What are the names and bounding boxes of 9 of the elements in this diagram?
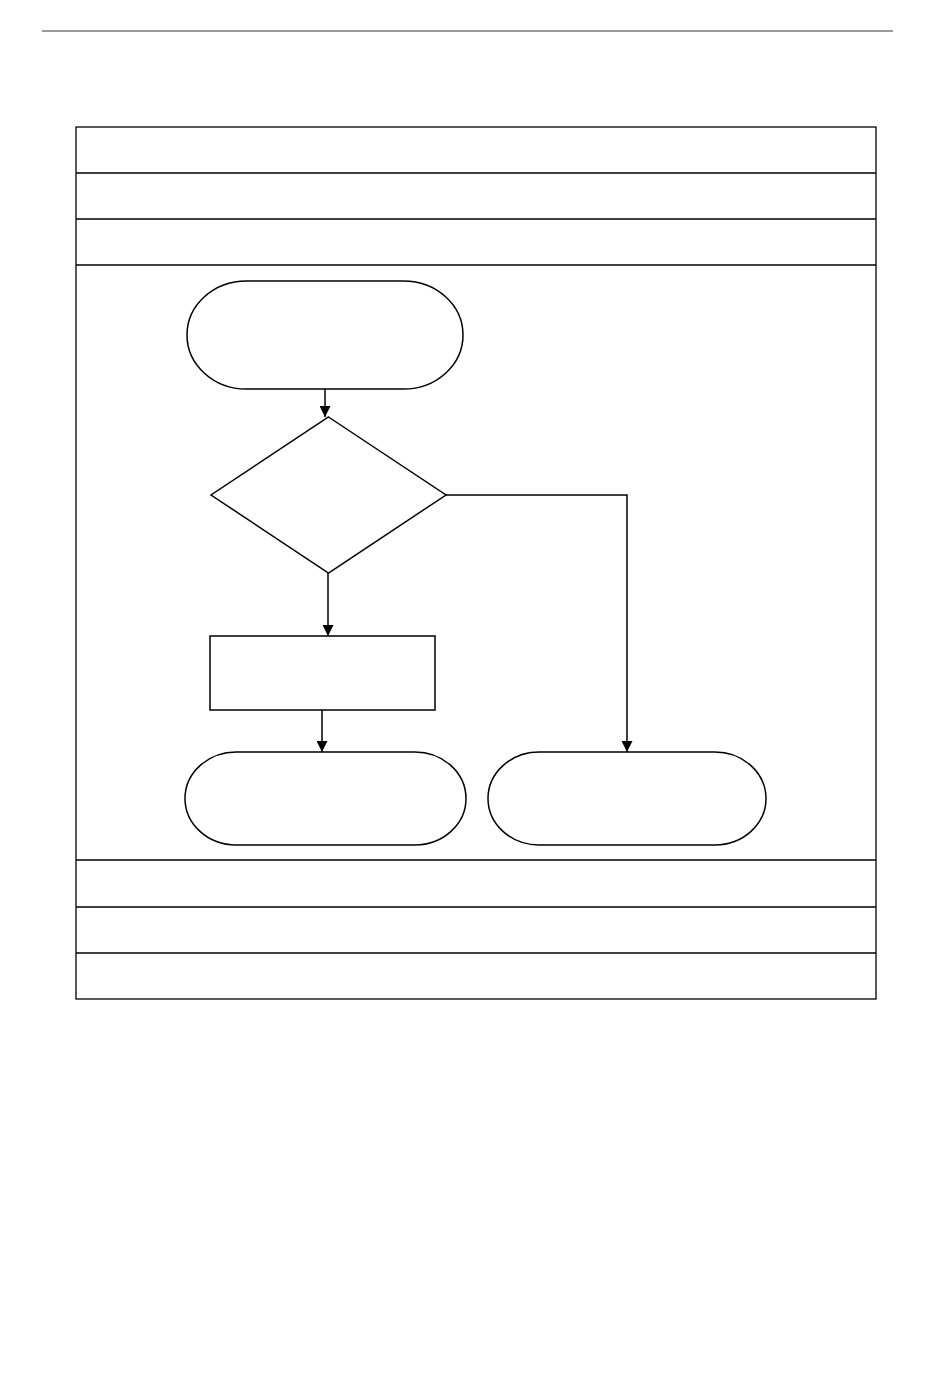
end-terminal (185, 752, 466, 845)
arrow (316, 709, 328, 753)
process-box (210, 636, 435, 710)
end-terminal (488, 752, 766, 845)
decision-diamond (211, 417, 446, 573)
arrow (322, 572, 334, 637)
arrow (319, 388, 331, 418)
arrow (445, 494, 633, 753)
start-terminal (187, 281, 463, 389)
